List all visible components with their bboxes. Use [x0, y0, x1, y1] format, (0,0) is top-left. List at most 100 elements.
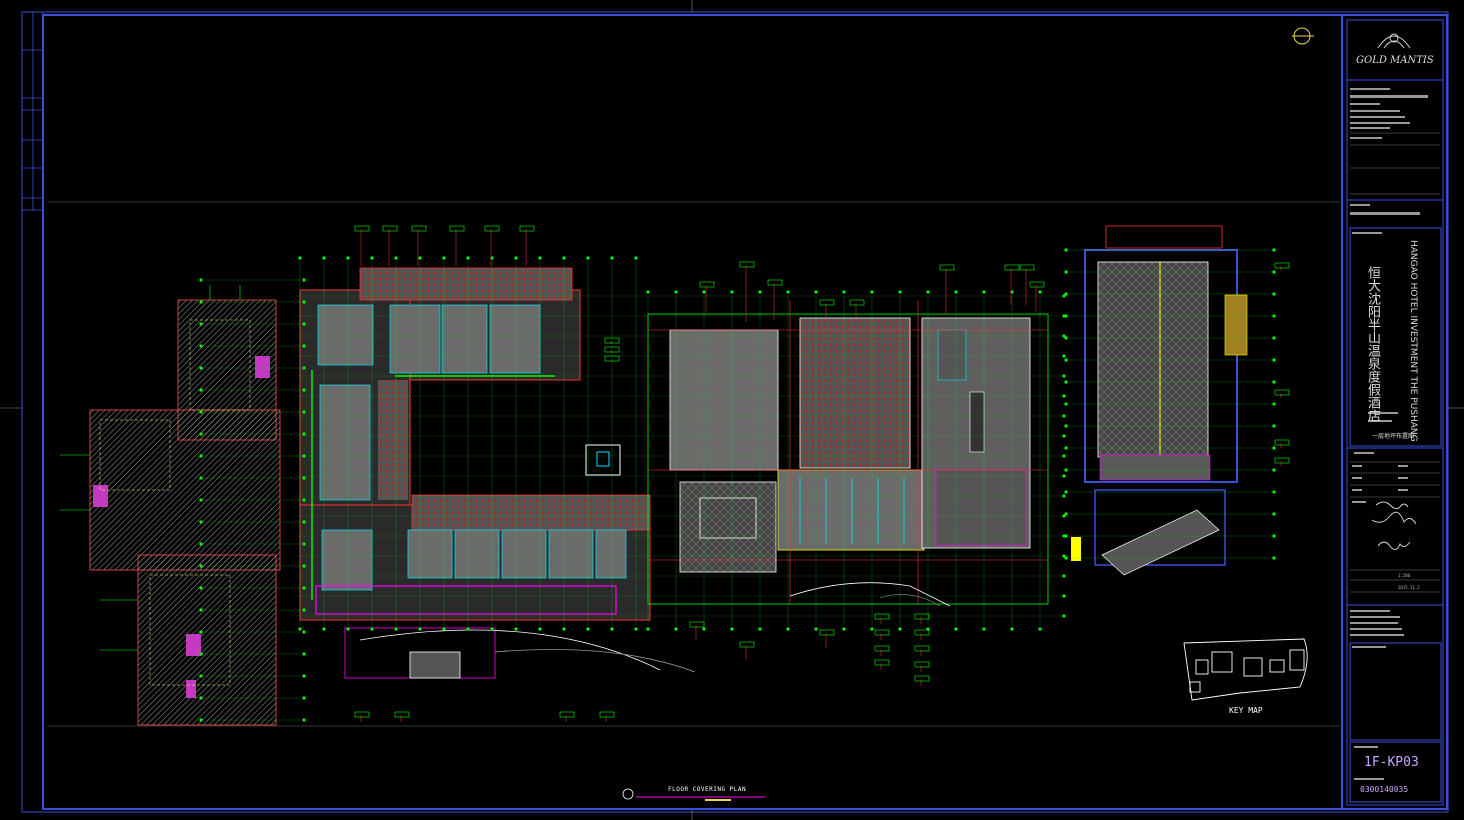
grid-bubble [1062, 534, 1066, 538]
grid-bubble [610, 627, 614, 631]
finish-tag [914, 661, 930, 668]
grid-bubble [1062, 374, 1066, 378]
grid-bubble [758, 290, 762, 294]
grid-bubble [1272, 534, 1276, 538]
grid-bubble [1064, 292, 1068, 296]
finish-tag [604, 346, 620, 353]
grid-bubble [418, 627, 422, 631]
grid-bubble [646, 290, 650, 294]
project-name-en: HANGAO HOTEL INVESTMENT THE PUSHANG [1408, 240, 1418, 442]
grid-bubble [898, 627, 902, 631]
finish-tag [699, 281, 715, 288]
grid-bubble [199, 608, 203, 612]
grid-bubble [1062, 494, 1066, 498]
grid-bubble [1064, 556, 1068, 560]
grid-bubble [954, 627, 958, 631]
grid-bubble [1038, 290, 1042, 294]
grid-bubble [302, 498, 306, 502]
grid-bubble [199, 388, 203, 392]
grid-bubble [302, 476, 306, 480]
grid-bubble [1272, 380, 1276, 384]
grid-bubble [199, 300, 203, 304]
grid-bubble [490, 627, 494, 631]
grid-bubble [646, 627, 650, 631]
grid-bubble [1064, 336, 1068, 340]
grid-bubble [298, 627, 302, 631]
grid-bubble [1062, 514, 1066, 518]
finish-tag [1274, 262, 1290, 269]
structural-grid [199, 248, 1276, 722]
grid-bubble [634, 256, 638, 260]
grid-bubble [1064, 446, 1068, 450]
grid-bubble [814, 290, 818, 294]
finish-tag [914, 675, 930, 682]
grid-bubble [1064, 512, 1068, 516]
title-block [1346, 19, 1444, 806]
grid-bubble [870, 290, 874, 294]
grid-bubble [1064, 490, 1068, 494]
grid-bubble [898, 290, 902, 294]
grid-bubble [302, 278, 306, 282]
grid-bubble [1272, 292, 1276, 296]
grid-bubble [199, 674, 203, 678]
grid-bubble [842, 627, 846, 631]
finish-tag [1274, 439, 1290, 446]
grid-bubble [302, 388, 306, 392]
grid-bubble [538, 627, 542, 631]
grid-bubble [302, 630, 306, 634]
banquet-block [1071, 225, 1248, 576]
finish-tag [449, 225, 465, 232]
grid-bubble [758, 627, 762, 631]
finish-tag [874, 659, 890, 666]
grid-bubble [1272, 402, 1276, 406]
grid-bubble [1064, 468, 1068, 472]
finish-tag [914, 645, 930, 652]
grid-bubble [842, 290, 846, 294]
grid-bubble [199, 344, 203, 348]
finish-tag [914, 629, 930, 636]
revision-strip [21, 11, 44, 211]
grid-bubble [199, 278, 203, 282]
grid-bubble [702, 627, 706, 631]
grid-bubble [302, 542, 306, 546]
finish-tag [382, 225, 398, 232]
finish-tag [739, 641, 755, 648]
grid-bubble [1062, 554, 1066, 558]
grid-bubble [1064, 248, 1068, 252]
north-arrow-icon [1292, 27, 1314, 45]
grid-bubble [466, 256, 470, 260]
grid-bubble [302, 674, 306, 678]
key-map [1183, 638, 1308, 701]
grid-bubble [870, 627, 874, 631]
grid-bubble [634, 627, 638, 631]
finish-tag [874, 629, 890, 636]
grid-bubble [370, 627, 374, 631]
grid-bubble [199, 652, 203, 656]
grid-bubble [302, 366, 306, 370]
grid-bubble [302, 520, 306, 524]
date-value: 2015.11.2 [1398, 585, 1420, 590]
finish-tags [354, 225, 1290, 722]
grid-bubble [302, 344, 306, 348]
grid-bubble [1038, 627, 1042, 631]
grid-bubble [1062, 354, 1066, 358]
finish-tag [394, 711, 410, 718]
grid-bubble [346, 627, 350, 631]
key-map-label: KEY MAP [1229, 706, 1263, 715]
grid-bubble [1272, 424, 1276, 428]
grid-bubble [1272, 446, 1276, 450]
grid-bubble [1062, 454, 1066, 458]
grid-bubble [1062, 394, 1066, 398]
drawing-name-cn: 一层地坪布置图 [1372, 433, 1415, 440]
lobby-block [647, 300, 1049, 607]
finish-tag [411, 225, 427, 232]
finish-tag [354, 225, 370, 232]
grid-bubble [1062, 434, 1066, 438]
finish-tag [604, 355, 620, 362]
grid-bubble [1062, 594, 1066, 598]
finish-tag [1004, 264, 1020, 271]
grid-bubble [394, 627, 398, 631]
grid-bubble [674, 290, 678, 294]
